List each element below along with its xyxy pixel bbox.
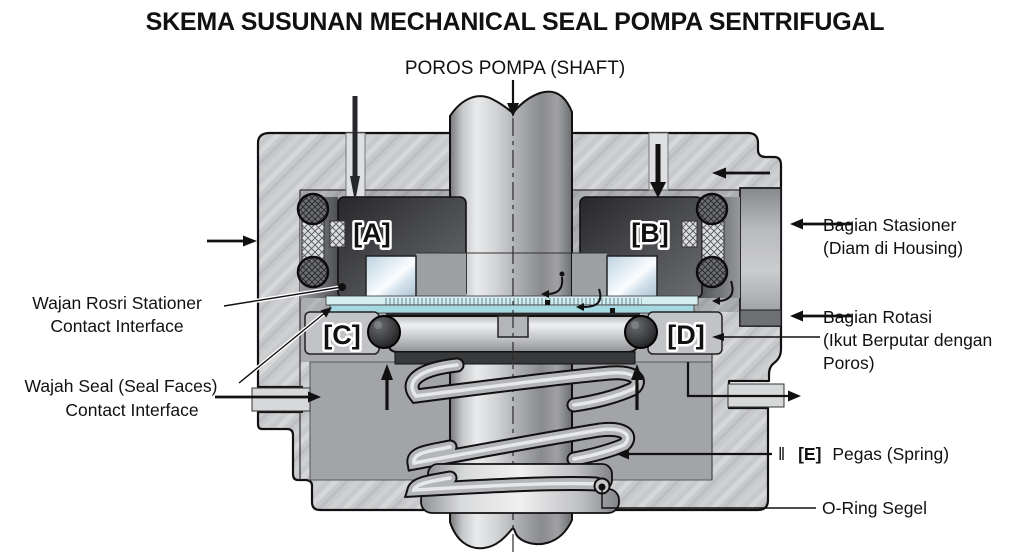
- spring-arrowhead: [616, 448, 629, 460]
- spring-assembly: [412, 365, 637, 514]
- gasket-square-right: [681, 220, 698, 248]
- spring-label: ‖ [E] Pegas (Spring): [778, 444, 949, 464]
- diagram-text: SKEMA SUSUNAN MECHANICAL SEAL POMPA SENT…: [25, 8, 993, 518]
- tag-c: [C]: [323, 320, 360, 350]
- rotation-hook-1-head: [541, 290, 549, 298]
- oring-top-right-lower: [695, 255, 729, 289]
- stationary-seal-assembly: [A] [B]: [296, 192, 729, 299]
- collar-underband: [394, 351, 636, 365]
- face-mark-1: [545, 300, 550, 305]
- oring-top-left-lower: [296, 255, 330, 289]
- oring-c-highlight: [374, 321, 382, 329]
- seal-insert-left: [365, 255, 417, 299]
- rotating-target-strip: [739, 309, 782, 327]
- face-mark-2: [610, 308, 615, 313]
- stationary-gland-band: [739, 187, 782, 327]
- rotation-hook-1: [548, 276, 564, 295]
- down-flow-arrowhead: [650, 182, 666, 198]
- oring-label: O-Ring Segel: [822, 498, 927, 518]
- spring-tag-e: [E]: [798, 444, 821, 464]
- oring-leader-dot: [598, 483, 606, 491]
- flow-and-motion-arrows: [207, 80, 801, 410]
- left-inlet-arrowhead: [243, 235, 257, 247]
- seal-faces-label-1: Wajah Seal (Seal Faces): [25, 376, 218, 396]
- face-hatch-band: [383, 296, 642, 305]
- up-arrow-left-head: [381, 364, 393, 380]
- seal-faces-label-2: Contact Interface: [65, 400, 198, 420]
- rotating-part-label-1: Bagian Rotasi: [823, 307, 932, 327]
- seal-faces-leader-arrowhead: [320, 307, 332, 318]
- rotating-part-arrowhead: [790, 310, 803, 322]
- gasket-square-left: [329, 220, 346, 248]
- left-port-slot: [251, 387, 311, 412]
- recess-right: [572, 253, 607, 298]
- rotating-part-d-arrowhead: [712, 333, 724, 341]
- rotating-part-label-3: Poros): [823, 353, 875, 373]
- shaft-label: POROS POMPA (SHAFT): [405, 58, 625, 79]
- stationary-part-arrowhead: [790, 218, 803, 230]
- teal-band: [329, 304, 695, 314]
- rotation-hook-2: [583, 288, 602, 308]
- shaft-label-arrowhead: [507, 103, 519, 117]
- stationary-face-label-2: Contact Interface: [50, 316, 183, 336]
- spring-label-text: Pegas (Spring): [832, 444, 949, 464]
- stationary-face-label-1: Wajan Rosri Stationer: [32, 293, 202, 313]
- oring-d-highlight: [631, 321, 639, 329]
- oring-c: [367, 315, 401, 349]
- top-right-arrowhead: [712, 167, 726, 179]
- callout-leaders: [223, 218, 852, 509]
- right-port-arrow: [686, 362, 788, 398]
- rotation-hook-3-head: [712, 297, 720, 305]
- tag-d: [D]: [667, 320, 704, 350]
- rotation-hook-1-dot: [559, 271, 565, 277]
- tag-a: [A]: [353, 218, 390, 248]
- recess-left: [416, 253, 466, 298]
- up-arrow-right-head: [631, 364, 643, 380]
- stationary-part-label-1: Bagian Stasioner: [823, 215, 956, 235]
- seal-faces-leader: [238, 311, 327, 384]
- oring-top-right-upper: [695, 192, 729, 226]
- seal-insert-right: [606, 255, 658, 299]
- rotation-hook-3: [719, 280, 734, 302]
- left-port-arrowhead: [308, 391, 321, 403]
- stationary-face-leader-dot: [338, 283, 346, 291]
- stationary-part-label-2: (Diam di Housing): [823, 238, 963, 258]
- right-port-arrowhead: [788, 390, 801, 402]
- drive-pin-tip: [350, 176, 360, 202]
- oring-top-left-upper: [296, 192, 330, 226]
- tag-b: [B]: [631, 218, 668, 248]
- rotation-hook-2-head: [576, 303, 584, 311]
- stationary-face-leader: [223, 286, 343, 307]
- rotating-part-label-2: (Ikut Berputar dengan: [823, 330, 992, 350]
- oring-leader: [601, 490, 816, 509]
- oring-d: [624, 315, 658, 349]
- diagram-title: SKEMA SUSUNAN MECHANICAL SEAL POMPA SENT…: [146, 8, 885, 36]
- spring-break-marks: ‖: [778, 444, 785, 464]
